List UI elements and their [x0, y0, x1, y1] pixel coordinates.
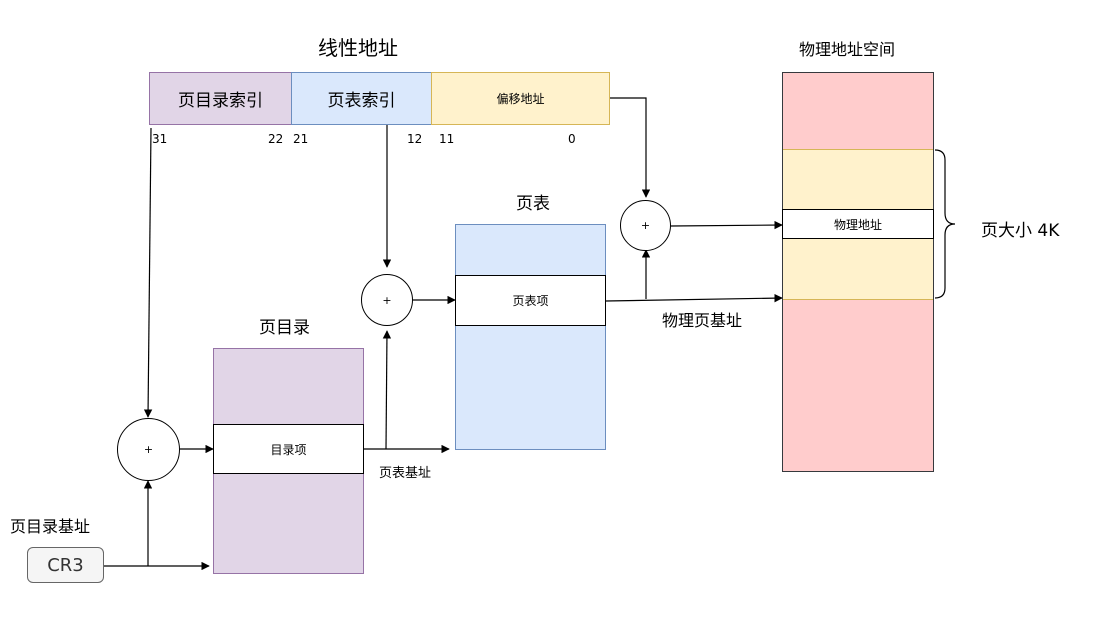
- adder-table-symbol: +: [382, 293, 392, 307]
- offset-arrow: [610, 97, 651, 198]
- physical-page-base-label: 物理页基址: [662, 311, 743, 330]
- table-entry-to-physical-arrow: [605, 293, 783, 303]
- page-table-base-label: 页表基址: [379, 466, 432, 481]
- page-table-box: [455, 224, 606, 450]
- page-size-label: 页大小 4K: [981, 221, 1060, 241]
- bit-12: 12: [407, 132, 423, 146]
- offset-label: 偏移地址: [496, 92, 545, 106]
- bit-11: 11: [439, 132, 455, 146]
- adder-table: +: [361, 274, 413, 326]
- adder-directory-symbol: +: [143, 443, 154, 456]
- adder-physical-symbol: +: [640, 219, 651, 232]
- page-table-title: 页表: [516, 194, 550, 214]
- page-table-entry-label: 页表项: [512, 294, 549, 308]
- dir-index-arrow: [143, 127, 153, 418]
- physical-address-entry: 物理地址: [782, 209, 934, 239]
- page-directory-base-label: 页目录基址: [10, 517, 91, 536]
- bit-31: 31: [152, 132, 168, 146]
- adder-directory: +: [117, 418, 180, 481]
- bit-22: 22: [268, 132, 284, 146]
- cr3-label: CR3: [47, 554, 84, 576]
- physical-space-title: 物理地址空间: [799, 40, 896, 59]
- bit-0: 0: [568, 132, 576, 146]
- adder-physical: +: [620, 200, 671, 251]
- table-index-label: 页表索引: [327, 91, 396, 111]
- table-base-to-adder-arrow: [382, 330, 392, 450]
- directory-entry-label: 目录项: [270, 442, 307, 457]
- table-index-field: 页表索引: [291, 72, 432, 125]
- page-size-brace: [934, 149, 956, 299]
- page-table-entry: 页表项: [455, 275, 606, 326]
- bit-21: 21: [293, 132, 309, 146]
- linear-address-title: 线性地址: [318, 36, 398, 60]
- directory-entry: 目录项: [213, 424, 364, 474]
- offset-field: 偏移地址: [431, 72, 610, 125]
- cr3-register: CR3: [27, 547, 104, 583]
- page-directory-title: 页目录: [259, 318, 310, 338]
- dir-index-label: 页目录索引: [178, 91, 263, 111]
- dir-index-field: 页目录索引: [149, 72, 292, 125]
- physical-address-label: 物理地址: [833, 217, 882, 232]
- adder-to-physical-address-arrow: [670, 220, 783, 230]
